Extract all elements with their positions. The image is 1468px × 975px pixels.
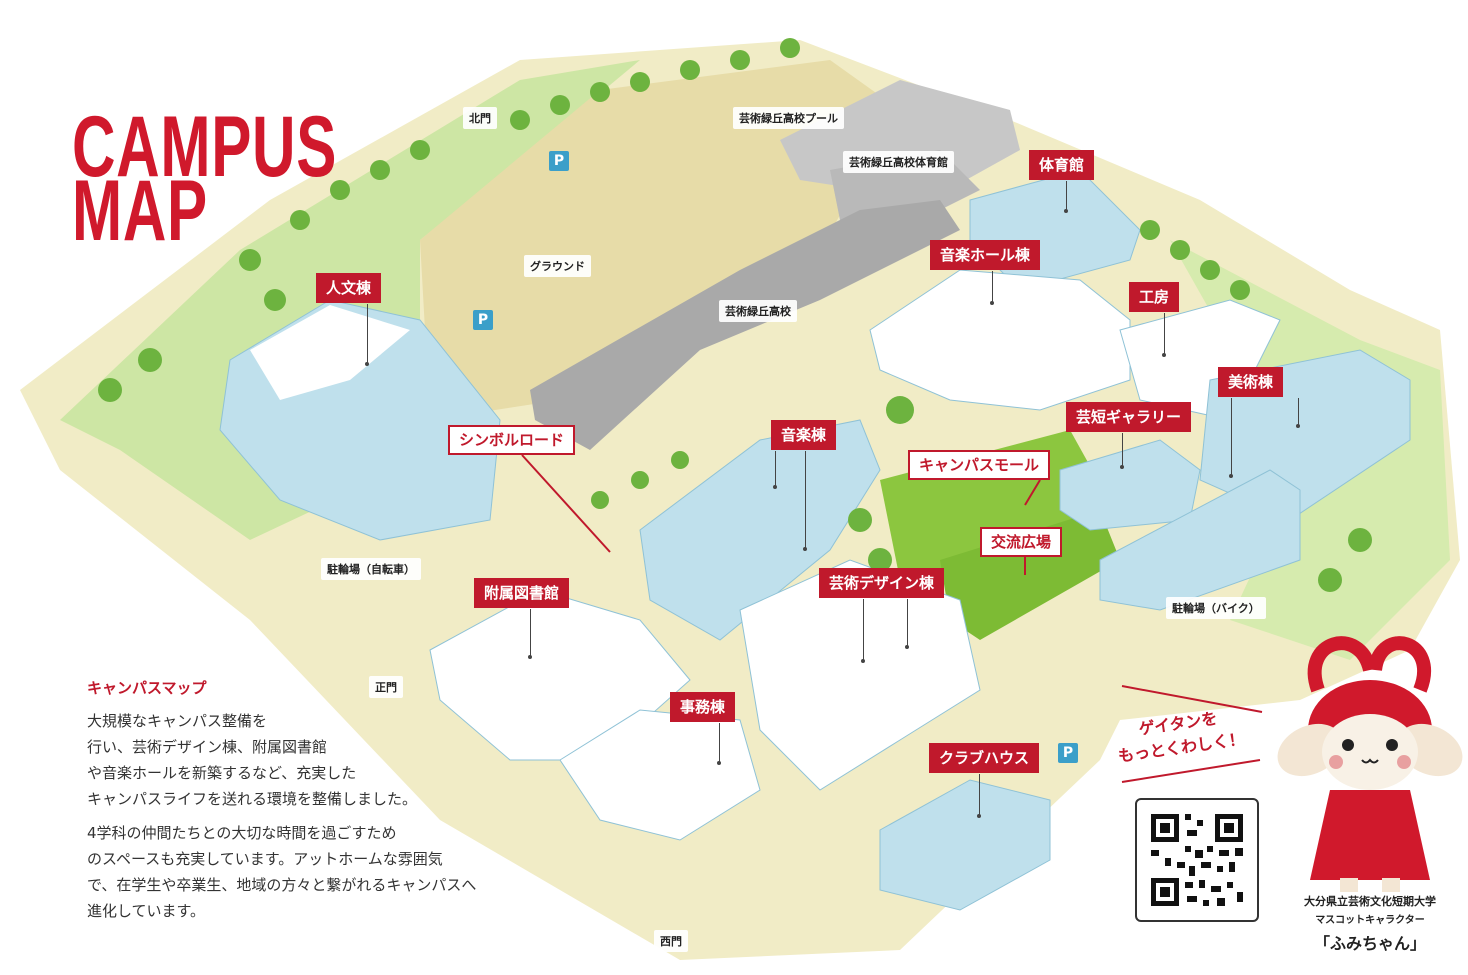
pin-dot-library — [528, 655, 532, 659]
pin-dot-club — [977, 814, 981, 818]
label-symbol-road[interactable]: シンボルロード — [448, 425, 576, 455]
pin-gym — [1066, 181, 1067, 211]
label-gym[interactable]: 体育館 — [1029, 150, 1095, 180]
parking-icon: P — [1058, 743, 1078, 763]
pin-ongaku-2 — [805, 451, 806, 549]
pin-library — [530, 609, 531, 657]
pin-dot-ongaku-2 — [803, 547, 807, 551]
pin-club — [979, 774, 980, 816]
pin-dot-jinbun — [365, 362, 369, 366]
label-hs-pool: 芸術緑丘高校プール — [733, 107, 844, 129]
label-hiroba[interactable]: 交流広場 — [980, 527, 1063, 557]
qr-code[interactable] — [1135, 798, 1259, 922]
label-design[interactable]: 芸術デザイン棟 — [819, 568, 945, 598]
description-line: 行い、芸術デザイン棟、附属図書館 — [87, 738, 328, 756]
mascot-caption-role: マスコットキャラクター — [1315, 915, 1425, 926]
description-paragraph-2: 4学科の仲間たちとの大切な時間を過ごすため のスペースも充実しています。アットホ… — [87, 820, 557, 924]
pin-dot-design-2 — [905, 645, 909, 649]
design-building — [739, 559, 981, 791]
label-gallery[interactable]: 芸短ギャラリー — [1066, 402, 1192, 432]
label-kobo[interactable]: 工房 — [1129, 282, 1180, 312]
label-jinbun[interactable]: 人文棟 — [316, 273, 382, 303]
pin-dot-kobo — [1162, 353, 1166, 357]
description-line: 4学科の仲間たちとの大切な時間を過ごすため — [87, 824, 397, 842]
hall-building — [869, 269, 1131, 411]
description-heading: キャンパスマップ — [87, 679, 207, 697]
label-library[interactable]: 附属図書館 — [474, 578, 570, 608]
pin-dot-jimu — [717, 761, 721, 765]
pin-dot-bijutsu-2 — [1229, 474, 1233, 478]
mascot-caption-name: 「ふみちゃん」 — [1313, 934, 1426, 953]
label-north-gate: 北門 — [463, 107, 497, 129]
pin-bijutsu-1 — [1298, 398, 1299, 426]
jimu-building — [559, 709, 761, 841]
mascot-caption-university: 大分県立芸術文化短期大学 — [1304, 895, 1436, 908]
description-line: 大規模なキャンパス整備を — [87, 712, 268, 730]
pin-dot-gym — [1064, 209, 1068, 213]
label-ground: グラウンド — [524, 255, 591, 277]
description-line: キャンパスライフを送れる環境を整備しました。 — [87, 790, 418, 808]
description-line: で、在学生や卒業生、地域の方々と繋がれるキャンパスへ — [87, 876, 477, 894]
pin-dot-ongaku-1 — [773, 485, 777, 489]
leader-lines — [521, 454, 1263, 783]
pin-dot-design-1 — [861, 659, 865, 663]
east-block-building — [1099, 469, 1301, 611]
ground-field — [420, 60, 900, 420]
pin-hall — [992, 271, 993, 303]
parking-icon: P — [549, 151, 569, 171]
campus-description: キャンパスマップ 大規模なキャンパス整備を 行い、芸術デザイン棟、附属図書館 や… — [87, 677, 557, 932]
pin-dot-hall — [990, 301, 994, 305]
label-bike-parking: 駐輪場（自転車） — [321, 558, 421, 580]
pin-ongaku-1 — [775, 451, 776, 487]
jinbun-roof — [250, 305, 410, 400]
club-building — [879, 779, 1051, 911]
mascot-caption: 大分県立芸術文化短期大学 マスコットキャラクター 「ふみちゃん」 — [1290, 893, 1450, 954]
description-line: や音楽ホールを新築するなど、充実した — [87, 764, 357, 782]
hs-main-building — [530, 200, 960, 450]
parking-icon: P — [473, 310, 493, 330]
description-line: 進化しています。 — [87, 902, 206, 920]
label-moto-parking: 駐輪場（バイク） — [1166, 597, 1266, 619]
pin-jinbun — [367, 304, 368, 364]
label-club[interactable]: クラブハウス — [929, 743, 1040, 773]
label-jimu[interactable]: 事務棟 — [670, 692, 736, 722]
pin-design-1 — [863, 599, 864, 661]
tree-rows — [98, 38, 1372, 592]
pin-bijutsu-2 — [1231, 398, 1232, 476]
label-hs-gym: 芸術緑丘高校体育館 — [843, 151, 954, 173]
map-title-line2: MAP — [72, 163, 208, 259]
mascot-fumichan — [1277, 636, 1463, 892]
label-campus-mall[interactable]: キャンパスモール — [908, 450, 1051, 480]
pin-gallery — [1122, 433, 1123, 467]
pin-dot-bijutsu-1 — [1296, 424, 1300, 428]
label-bijutsu[interactable]: 美術棟 — [1218, 367, 1284, 397]
description-line: のスペースも充実しています。アットホームな雰囲気 — [87, 850, 443, 868]
map-title-line1: CAMPUS — [72, 99, 338, 195]
description-paragraph-1: 大規模なキャンパス整備を 行い、芸術デザイン棟、附属図書館 や音楽ホールを新築す… — [87, 708, 557, 812]
pin-kobo — [1164, 313, 1165, 355]
label-hs: 芸術緑丘高校 — [719, 300, 797, 322]
hiroba-grass — [940, 510, 1120, 640]
qr-code-pattern — [1151, 814, 1243, 906]
pin-dot-gallery — [1120, 465, 1124, 469]
label-main-gate: 正門 — [369, 676, 403, 698]
label-hall[interactable]: 音楽ホール棟 — [930, 240, 1041, 270]
pin-jimu — [719, 723, 720, 763]
label-ongaku[interactable]: 音楽棟 — [771, 420, 837, 450]
label-west-gate: 西門 — [654, 930, 688, 952]
pin-design-2 — [907, 599, 908, 647]
